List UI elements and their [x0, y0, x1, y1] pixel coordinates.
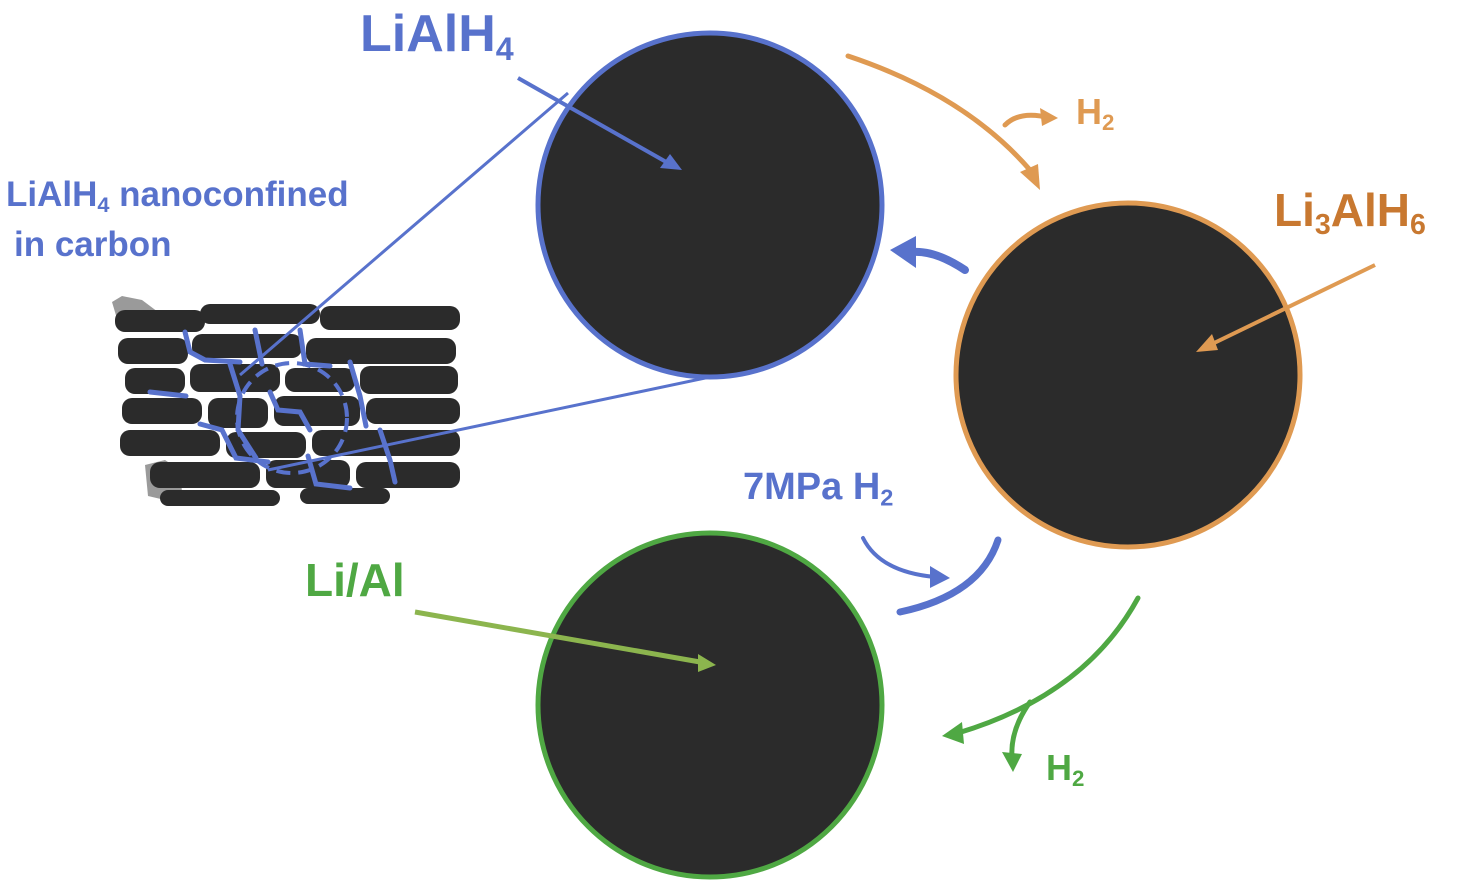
carbon-grain	[300, 488, 390, 504]
carbon-grain	[320, 306, 460, 330]
carbon-grain	[274, 396, 360, 426]
carbon-grain	[122, 398, 202, 424]
li3alh6-zoom-circle	[953, 200, 1303, 550]
label-pressure: 7MPa H2	[743, 468, 893, 510]
lialh4-zoom-circle	[535, 30, 885, 380]
label-nano-sub: 4	[97, 192, 110, 218]
arrowhead-blue-large	[890, 236, 916, 268]
label-h2-release-top: H2	[1076, 94, 1114, 135]
label-li3alh6-a: Li	[1274, 184, 1315, 236]
carbon-grain	[150, 462, 260, 488]
carbon-grain	[360, 366, 458, 394]
carbon-grain	[200, 304, 320, 324]
pointer-lialh4	[517, 76, 682, 170]
lial-zoom-circle	[535, 530, 885, 880]
carbon-grain	[366, 398, 460, 424]
zoom-line-lower	[267, 375, 711, 472]
pointer-lial	[414, 609, 716, 672]
carbon-grain	[192, 334, 302, 358]
label-lialh4-sub: 4	[495, 31, 514, 68]
label-h2-release-bottom: H2	[1046, 750, 1084, 791]
label-nano-line2: in carbon	[14, 225, 172, 265]
label-lialh4: LiAlH4	[360, 8, 514, 65]
label-li3alh6-sub1: 3	[1314, 208, 1331, 241]
arrowhead-blue-small	[930, 566, 950, 588]
carbon-grain	[115, 310, 205, 332]
arrowhead-orange-main	[1020, 164, 1040, 190]
label-pressure-sub: 2	[880, 484, 894, 511]
label-lialh4-main: LiAlH	[360, 5, 496, 63]
zoom-line-upper	[239, 91, 569, 377]
dehydrogenation-arrow-2	[955, 595, 1141, 761]
dehydrogenation-arrow-1	[845, 53, 1053, 173]
carbon-grain	[120, 430, 220, 456]
carbon-block	[112, 296, 460, 506]
label-nano-rest: nanoconfined	[109, 175, 349, 214]
label-pressure-main: 7MPa H	[743, 466, 881, 508]
carbon-grain	[356, 462, 460, 488]
label-h2-top-sub: 2	[1102, 110, 1115, 136]
lialh4-veins	[147, 327, 398, 491]
carbon-grain	[125, 368, 185, 394]
label-li3alh6-sub2: 6	[1409, 208, 1426, 241]
label-li3alh6: Li3AlH6	[1274, 187, 1426, 240]
pointer-li3alh6	[1196, 263, 1376, 352]
label-nano-main: LiAlH	[6, 175, 98, 214]
label-lial: Li/Al	[305, 554, 405, 606]
label-h2-bot-sub: 2	[1072, 766, 1085, 792]
carbon-grain	[160, 490, 280, 506]
arrowhead-green-main	[942, 722, 964, 744]
arrowhead-orange-h2	[1040, 108, 1058, 126]
label-h2-bot-main: H	[1046, 747, 1072, 788]
arrowhead-green-h2	[1002, 752, 1022, 772]
label-li3alh6-b: AlH	[1330, 184, 1410, 236]
zoom-region-circle	[235, 361, 349, 475]
carbon-grain	[118, 338, 188, 364]
carbon-grain	[306, 338, 456, 364]
label-nanoconfined: LiAlH4 nanoconfined in carbon	[6, 175, 349, 265]
label-h2-top-main: H	[1076, 91, 1102, 132]
